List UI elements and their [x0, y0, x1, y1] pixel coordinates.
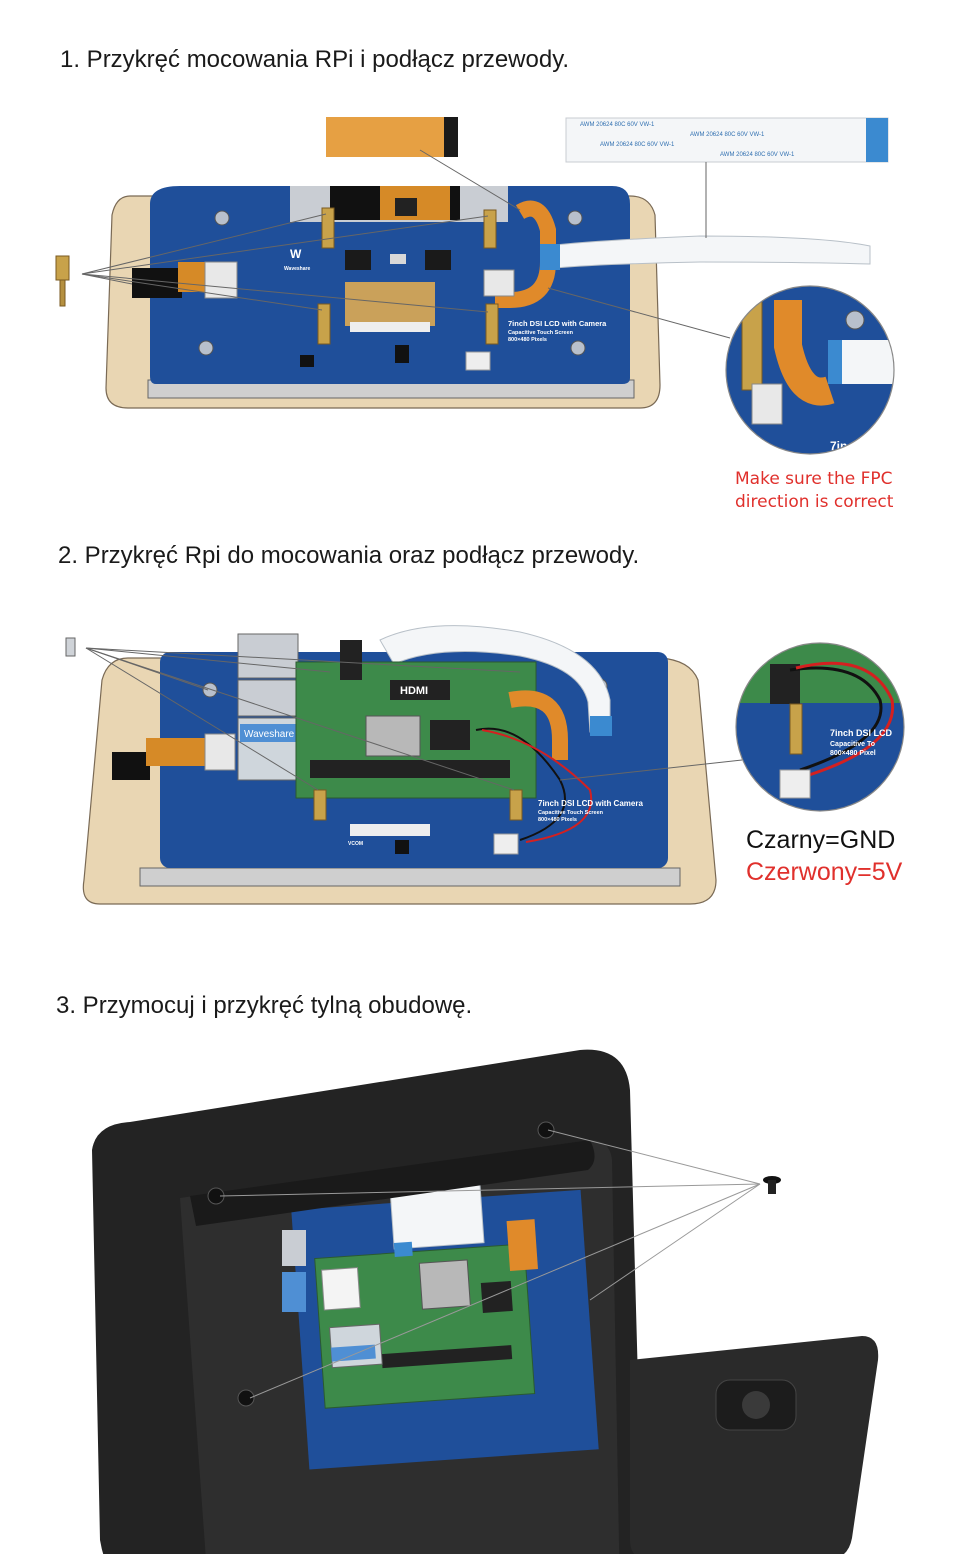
svg-text:HDMI: HDMI [400, 685, 428, 697]
board-label-2: Capacitive Touch Screen [508, 330, 574, 336]
standoff-group [317, 207, 499, 345]
svg-text:AWM 20624 80C 60V VW-1: AWM 20624 80C 60V VW-1 [720, 152, 795, 158]
fpc-note-line1: Make sure the FPC [735, 469, 893, 489]
step-2-illustration: VCOM Waveshare HDMI 7inch DSI LCD with C… [65, 625, 905, 905]
loose-camera-fpc [326, 117, 448, 157]
svg-text:Waveshare: Waveshare [244, 729, 295, 740]
back-lid [630, 1336, 879, 1554]
loose-screw-3 [763, 1176, 781, 1194]
svg-text:AWM 20624 80C 60V VW-1: AWM 20624 80C 60V VW-1 [600, 142, 675, 148]
svg-text:AWM 20624 80C 60V VW-1: AWM 20624 80C 60V VW-1 [580, 122, 655, 128]
loose-screw-2 [65, 637, 76, 657]
5v-label: Czerwony=5V [746, 858, 903, 886]
step-1-illustration: W Waveshare 7inch DSI LCD with Camera Ca… [55, 117, 895, 455]
waveshare-logo: W Waveshare [284, 247, 310, 272]
board2-label-1: 7inch DSI LCD with Camera [538, 799, 643, 808]
svg-text:7inch DSI LCD: 7inch DSI LCD [830, 728, 893, 738]
svg-text:Capacitive To: Capacitive To [830, 741, 875, 748]
fpc-note-line2: direction is correct [735, 492, 894, 512]
svg-text:W: W [290, 247, 302, 261]
loose-flat-cable [565, 117, 889, 163]
svg-text:AWM 20624 80C 60V VW-1: AWM 20624 80C 60V VW-1 [690, 132, 765, 138]
zoom-power-detail: 7inch DSI LCD Capacitive To 800×480 Pixe… [736, 643, 904, 811]
board2-label-2: Capacitive Touch Screen [538, 810, 604, 816]
gnd-label: Czarny=GND [746, 826, 896, 854]
svg-text:800×480 Pixel: 800×480 Pixel [830, 750, 876, 757]
step-1-title: 1. Przykręć mocowania RPi i podłącz prze… [60, 46, 570, 73]
fpc-direction-note: Make sure the FPC direction is correct [735, 468, 893, 514]
raspberry-pi-in-case [314, 1182, 538, 1409]
step-2-title: 2. Przykręć Rpi do mocowania oraz podłąc… [58, 542, 640, 569]
board2-label-3: 800×480 Pixels [538, 817, 577, 823]
board-label-3: 800×480 Pixels [508, 337, 547, 343]
svg-text:VCOM: VCOM [348, 841, 363, 847]
svg-text:Waveshare: Waveshare [284, 266, 310, 272]
zoom-fpc-detail: 7inch DSI [726, 286, 894, 454]
board-label-1: 7inch DSI LCD with Camera [508, 319, 607, 328]
step-3-title: 3. Przymocuj i przykręć tylną obudowę. [56, 992, 473, 1019]
